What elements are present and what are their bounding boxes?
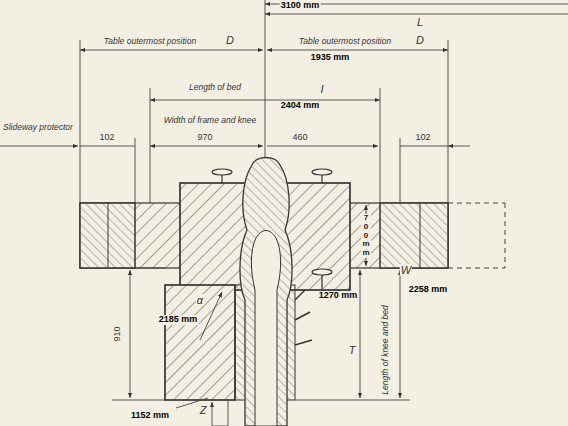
drawing-line (505, 203, 506, 268)
dimension-letter: Z (199, 404, 208, 416)
drawing-rect (80, 203, 135, 268)
drawing-rect (80, 203, 135, 268)
dimension-value: 970 (196, 133, 213, 143)
drawing-line (448, 268, 505, 269)
dimension-letter: L (416, 16, 424, 28)
drawing-line (295, 340, 312, 345)
drawing-line (212, 402, 213, 426)
drawing-line (80, 146, 135, 147)
angle-symbol: α (196, 294, 204, 306)
dimension-value: 102 (414, 133, 431, 143)
drawing-ellipse (312, 269, 332, 275)
drawing-line (228, 400, 229, 426)
dimension-caption: Length of bed (188, 83, 242, 92)
drawing-line (448, 146, 470, 147)
drawing-g (448, 203, 505, 268)
drawing-g (112, 205, 410, 426)
dimension-letter: D (225, 34, 235, 46)
drawing-line (135, 138, 136, 203)
drawing-line (295, 312, 310, 320)
dimension-value: 1935 mm (310, 53, 351, 63)
drawing-line (400, 270, 401, 398)
dimension-letter: I (319, 83, 324, 95)
drawing-rect (165, 285, 235, 400)
dimension-value: 2258 mm (408, 285, 449, 295)
drawing-ellipse (212, 169, 232, 175)
dimension-value: 2185 mm (158, 315, 199, 325)
drawing-line (448, 40, 449, 203)
part-name: Slideway protector (2, 123, 74, 132)
drawing-line (150, 100, 380, 101)
dimension-value: 1152 mm (130, 411, 170, 421)
dimension-value: 2404 mm (280, 101, 321, 111)
drawing-path (251, 231, 280, 426)
dimension-letter: D (415, 34, 425, 46)
drawing-line (267, 146, 378, 147)
dimension-caption: Table outermost position (103, 37, 197, 46)
drawing-line (150, 88, 151, 203)
drawing-ellipse (312, 169, 332, 175)
dimension-caption: Length of knee and bed (381, 304, 390, 395)
drawing-line (360, 270, 361, 398)
drawing-line (80, 50, 263, 51)
drawing-path (240, 158, 292, 426)
dimension-value: 460 (291, 133, 308, 143)
dimension-value: 910 (113, 325, 123, 342)
drawing-line (380, 88, 381, 203)
dimension-value: 700 mm (361, 214, 371, 258)
drawing-line (130, 270, 131, 398)
drawing-line (295, 290, 305, 300)
drawing-line (108, 203, 109, 268)
drawing-line (420, 203, 421, 268)
drawing-line (400, 138, 401, 203)
dimension-value: 3100 mm (280, 1, 321, 11)
drawing-rect (380, 203, 448, 268)
drawing-path (240, 158, 292, 426)
dimension-letter: W (400, 264, 412, 276)
drawing-line (0, 146, 78, 147)
dimension-caption: Width of frame and knee (163, 116, 258, 125)
drawing-line (265, 0, 266, 175)
dimension-caption: Table outermost position (298, 37, 392, 46)
drawing-line (265, 14, 568, 15)
drawing-line (400, 146, 448, 147)
drawing-line (267, 50, 448, 51)
dimension-value: 1270 mm (318, 291, 359, 301)
drawing-g (295, 290, 312, 345)
drawing-rect (165, 285, 235, 400)
dimension-value: 102 (98, 133, 115, 143)
drawing-line (80, 40, 81, 203)
drawing-line (112, 268, 165, 269)
drawing-line (448, 203, 505, 204)
drawing-line (112, 400, 165, 401)
dimension-letter: T (348, 344, 357, 356)
drawing-rect (380, 203, 448, 268)
drawing-line (295, 400, 410, 401)
drawing-line (150, 146, 263, 147)
